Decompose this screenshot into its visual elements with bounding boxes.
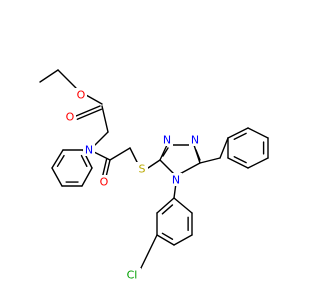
ch2-carbon-bond [101, 105, 109, 133]
sulfur-triazole-bond [147, 159, 161, 169]
triazole-double-bond [162, 147, 169, 157]
carbonyl-double-bond [75, 105, 101, 117]
ethyl-ch3-bond [39, 69, 59, 83]
amide-double-bond [105, 159, 111, 178]
amide-double-bond-second [101, 158, 108, 177]
benzyl-phenyl-bond [227, 127, 249, 139]
benzyl-phenyl-bond [227, 157, 249, 169]
ethyl-ch2-o-bond [57, 69, 77, 89]
benzyl-phenyl-inner-bond [233, 156, 247, 164]
chlorophenyl-bond [156, 234, 175, 246]
n-phenyl-inner-bond [56, 154, 65, 168]
chlorophenyl-inner-bond [161, 204, 174, 215]
ch2-n-bond [94, 131, 109, 146]
benzyl-phenyl-inner-bond [233, 132, 247, 140]
triazole-n4-label: N [172, 174, 180, 187]
label-bg [170, 173, 182, 186]
label-bg [64, 110, 76, 123]
triazole-n1-label: N [163, 134, 171, 147]
label-bg [75, 88, 87, 101]
c-cl-bond [139, 234, 158, 271]
benzyl-phenyl-bond [247, 157, 269, 169]
triazole-double-bond [195, 149, 201, 161]
ester-oxygen-label: O [77, 89, 86, 102]
label-bg [136, 162, 148, 175]
benzyl-ring-bond [219, 137, 229, 159]
chlorophenyl-bond [173, 197, 193, 214]
ch2-sulfur-bond [129, 147, 139, 165]
triazole-n2-label: N [191, 134, 199, 147]
bond-layer [39, 69, 269, 271]
n-phenyl-inner-bond [80, 154, 88, 168]
label-bg [98, 175, 110, 188]
n-carbonyl-bond [93, 151, 111, 161]
carbonyl-double-bond-second [76, 108, 103, 120]
ester-o-carbon-bond [85, 94, 103, 105]
label-bg [83, 143, 95, 156]
molecule-canvas: O O N O S N N N Cl [39, 69, 269, 282]
carbonyl-ch2-bond [109, 147, 131, 161]
n-phenyl-bond [81, 167, 93, 187]
sulfur-label: S [139, 163, 146, 176]
label-bg [161, 133, 173, 146]
benzyl-phenyl-bond [247, 127, 269, 139]
atom-label-layer: O O N O S N N N Cl [64, 88, 201, 282]
amide-nitrogen-label: N [85, 144, 93, 157]
chlorine-label: Cl [127, 269, 138, 282]
amide-oxygen-label: O [100, 176, 109, 189]
label-bg [124, 268, 141, 281]
benzyl-ch2-bond [199, 157, 221, 164]
chlorophenyl-inner-bond [161, 232, 174, 240]
n-phenyl-bond [51, 167, 63, 187]
carbonyl-oxygen-label: O [66, 111, 75, 124]
label-bg [189, 133, 201, 146]
structure-drawing: O O N O S N N N Cl [39, 69, 269, 282]
n-phenyl-bond [51, 149, 64, 169]
chlorophenyl-bond [156, 197, 175, 214]
chlorophenyl-bond [173, 234, 193, 246]
triazole-bond [159, 144, 168, 161]
